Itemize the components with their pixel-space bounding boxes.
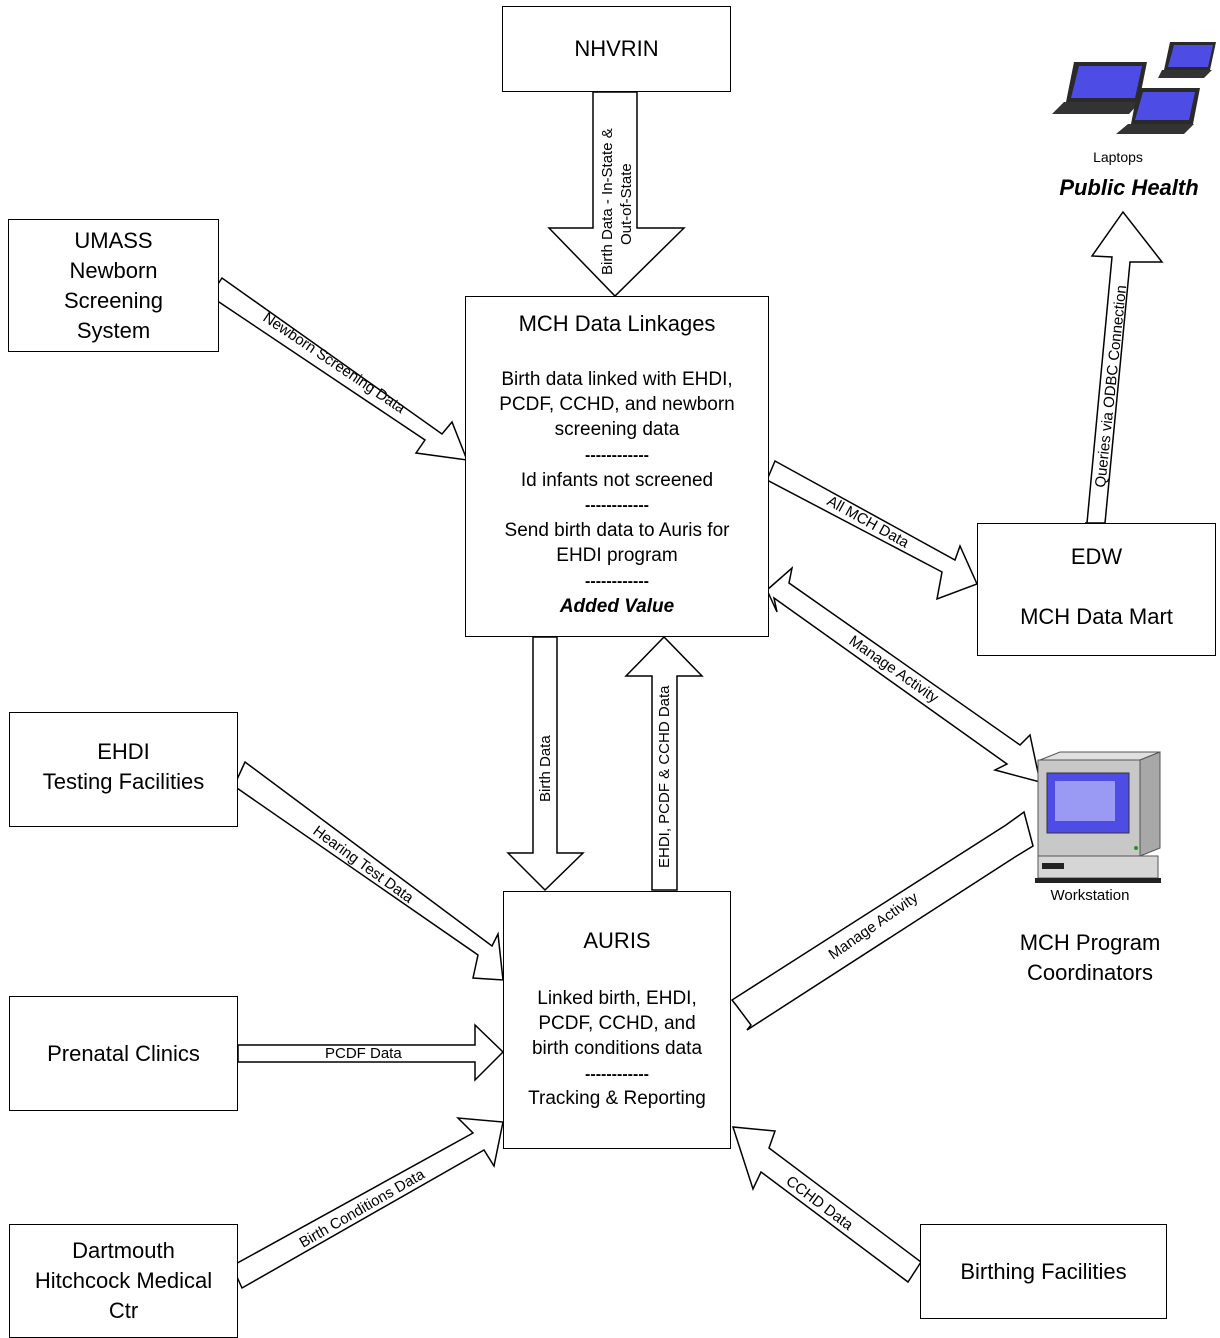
label-nhvrin-flow-2: Out-of-State — [618, 163, 635, 245]
label-manage-activity-top: Manage Activity — [846, 632, 942, 706]
label-ehdi-pcdf-cchd: EHDI, PCDF & CCHD Data — [656, 685, 673, 868]
label-birth-conditions-data: Birth Conditions Data — [297, 1166, 429, 1252]
label-queries-odbc: Queries via ODBC Connection — [1092, 284, 1130, 488]
ehdi-line-1: EHDI — [97, 739, 150, 764]
mch-separator-2: ------------ — [585, 497, 649, 514]
arrow-auris-to-mch — [624, 635, 704, 891]
label-hearing-test-data: Hearing Test Data — [310, 822, 417, 907]
auris-item-2: Tracking & Reporting — [528, 1088, 706, 1109]
arrow-birthing-to-auris — [731, 1126, 923, 1284]
coordinators-line-2: Coordinators — [1027, 960, 1153, 985]
edw-title: EDW — [1070, 544, 1123, 569]
dartmouth-box: Dartmouth Hitchcock Medical Ctr — [9, 1224, 238, 1338]
arrow-prenatal-to-auris — [237, 1023, 505, 1082]
public-health-label: Public Health — [1059, 175, 1199, 200]
arrow-mch-to-auris — [506, 636, 585, 892]
arrow-edw-to-public-health — [1085, 210, 1164, 524]
arrow-umass-to-mch — [208, 276, 469, 461]
mch-item-1: Birth data linked with EHDI, PCDF, CCHD,… — [499, 369, 735, 440]
label-pcdf-data: PCDF Data — [325, 1045, 402, 1062]
laptops-caption: Laptops — [1093, 149, 1143, 165]
umass-line-2: Newborn — [69, 257, 158, 283]
label-nhvrin-flow-1: Birth Data - In-State & — [599, 128, 616, 275]
birthing-label: Birthing Facilities — [960, 1258, 1127, 1284]
arrow-nhvrin-to-mch — [547, 91, 686, 298]
mch-title: MCH Data Linkages — [518, 311, 716, 336]
coordinators-line-1: MCH Program — [1019, 930, 1161, 955]
prenatal-label: Prenatal Clinics — [47, 1040, 200, 1066]
label-birth-data: Birth Data — [537, 735, 554, 802]
workstation-icon — [1035, 751, 1161, 883]
umass-line-1: UMASS — [74, 227, 153, 253]
label-newborn-screening-data: Newborn Screening Data — [260, 309, 409, 417]
nhvrin-box: NHVRIN — [502, 6, 731, 92]
mch-item-2: Id infants not screened — [520, 470, 714, 491]
auris-title: AURIS — [583, 928, 651, 953]
umass-box: UMASS Newborn Screening System — [8, 219, 219, 352]
prenatal-clinics-box: Prenatal Clinics — [9, 996, 238, 1111]
laptop-icon — [1052, 42, 1216, 134]
mch-data-linkages-box: MCH Data Linkages Birth data linked with… — [465, 296, 769, 637]
dartmouth-line-2: Hitchcock Medical — [34, 1268, 213, 1293]
workstation-caption: Workstation — [1050, 887, 1130, 904]
coordinators-label: MCH Program Coordinators — [990, 928, 1190, 988]
label-all-mch-data: All MCH Data — [824, 493, 912, 552]
arrow-workstation-auris — [730, 810, 1034, 1031]
auris-box: AURIS Linked birth, EHDI, PCDF, CCHD, an… — [503, 891, 731, 1149]
edw-subtitle: MCH Data Mart — [1020, 604, 1173, 629]
umass-line-3: Screening — [63, 287, 164, 313]
ehdi-box: EHDI Testing Facilities — [9, 712, 238, 827]
arrow-ehdi-to-auris — [233, 760, 504, 981]
edw-box: EDW MCH Data Mart — [977, 523, 1216, 656]
dartmouth-line-1: Dartmouth — [72, 1238, 175, 1263]
laptop-icon-2 — [1052, 62, 1147, 114]
auris-item-1: Linked birth, EHDI, PCDF, CCHD, and birt… — [531, 988, 703, 1059]
ehdi-line-2: Testing Facilities — [42, 769, 205, 794]
dartmouth-line-3: Ctr — [108, 1298, 139, 1323]
mch-separator-1: ------------ — [585, 447, 649, 464]
arrow-dartmouth-to-auris — [231, 1117, 504, 1290]
umass-line-4: System — [76, 317, 151, 343]
laptop-icon-3 — [1116, 88, 1200, 134]
birthing-facilities-box: Birthing Facilities — [920, 1224, 1167, 1319]
mch-separator-3: ------------ — [585, 573, 649, 590]
laptop-icon-1 — [1158, 42, 1216, 78]
mch-item-3: Send birth data to Auris for EHDI progra… — [504, 520, 730, 566]
auris-separator: ------------ — [585, 1066, 649, 1083]
mch-added-value: Added Value — [559, 596, 675, 617]
nhvrin-label: NHVRIN — [574, 36, 659, 61]
arrow-mch-to-edw — [766, 459, 979, 601]
label-cchd-data: CCHD Data — [783, 1173, 857, 1235]
